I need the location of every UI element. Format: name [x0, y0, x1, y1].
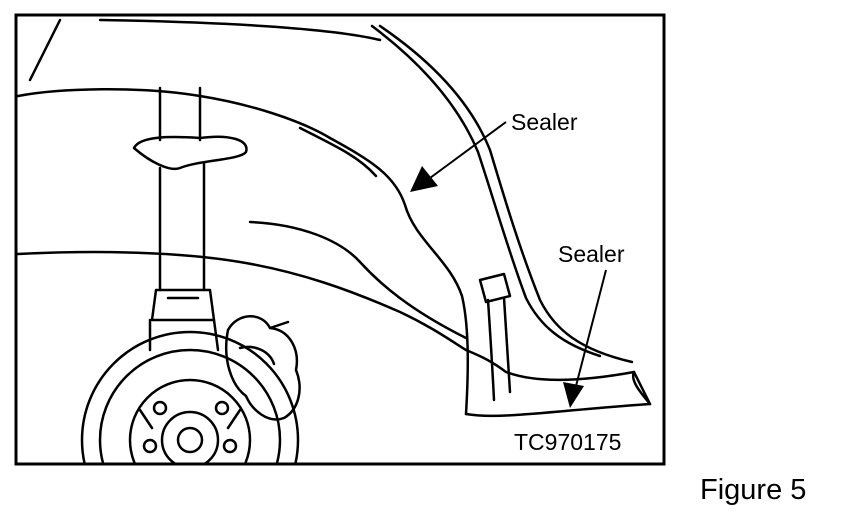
arrowhead-upper	[410, 166, 438, 192]
sealer-label-lower: Sealer	[558, 241, 625, 267]
figure-caption: Figure 5	[700, 474, 807, 506]
arrowhead-lower	[563, 382, 584, 408]
sealer-callout-lower: Sealer	[558, 241, 625, 408]
wheel-hub	[80, 330, 300, 463]
body-panel	[17, 18, 634, 364]
inner-fender	[298, 126, 652, 418]
leader-line-upper	[429, 121, 507, 179]
drawing-code: TC970175	[514, 429, 621, 455]
strut-assembly	[132, 86, 248, 352]
sealer-callout-upper: Sealer	[410, 109, 578, 192]
figure-frame	[14, 13, 666, 466]
leader-line-lower	[575, 269, 607, 387]
sealer-label-upper: Sealer	[511, 109, 578, 135]
